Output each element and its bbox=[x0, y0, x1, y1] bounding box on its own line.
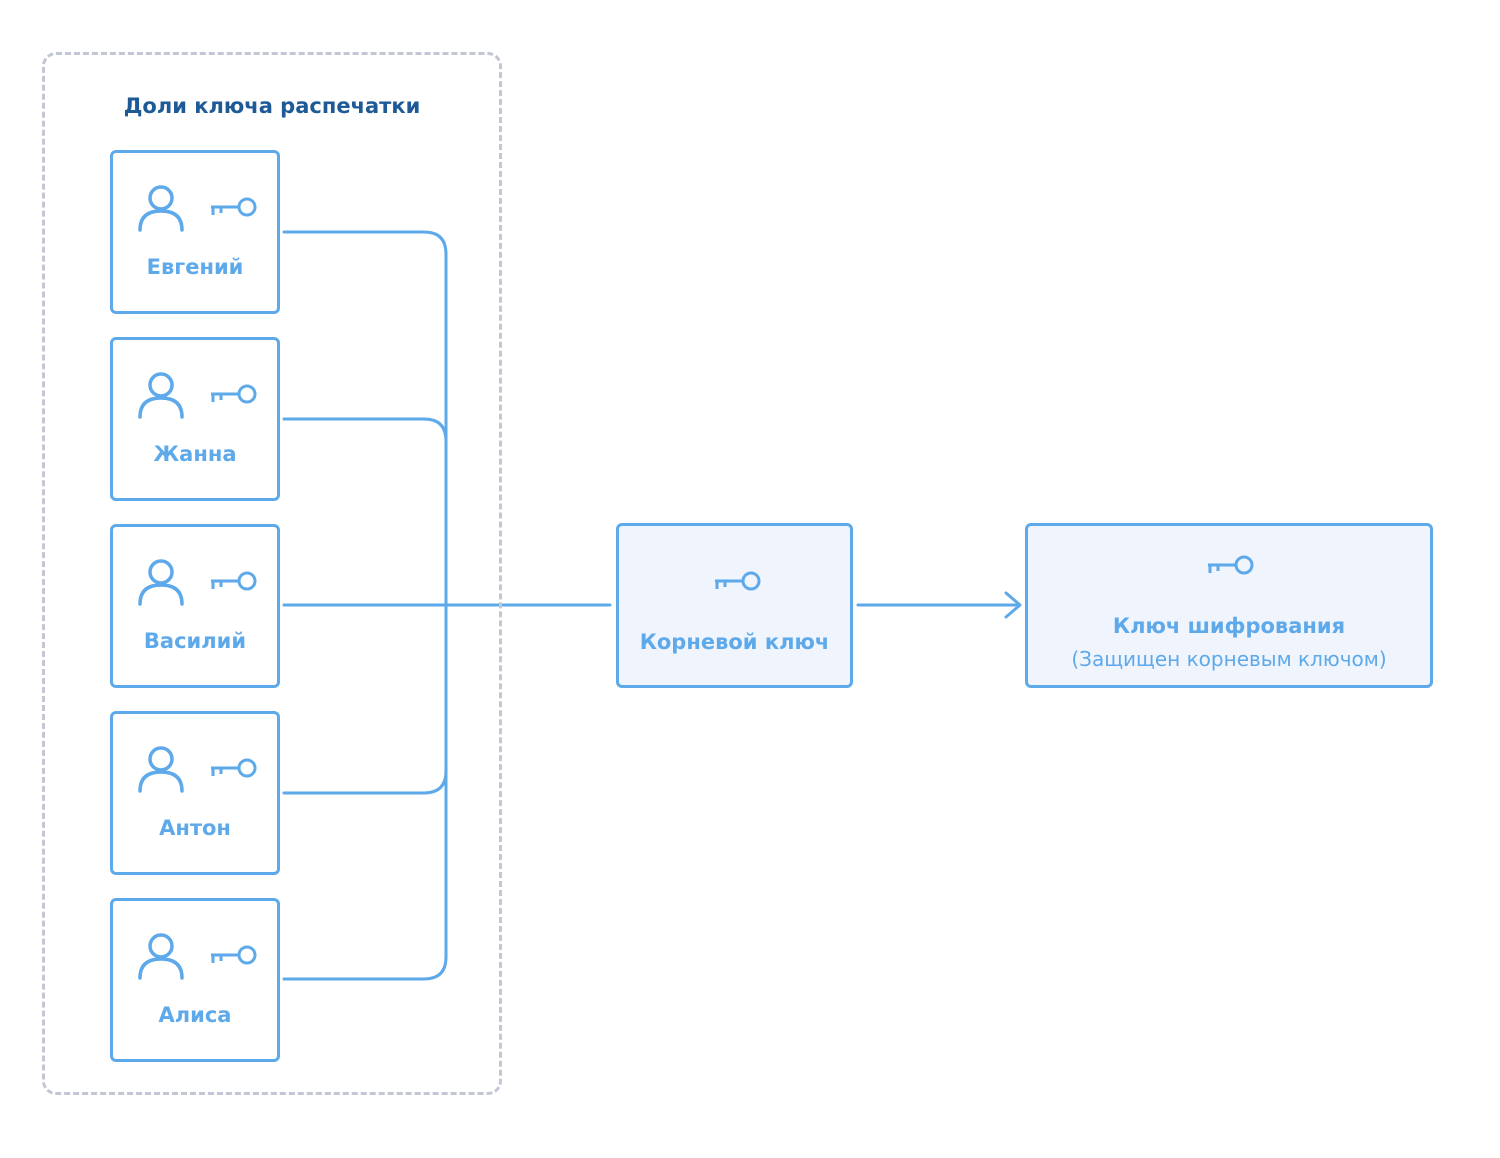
key-icon bbox=[211, 384, 257, 404]
holder-name: Жанна bbox=[153, 442, 237, 466]
key-icon bbox=[211, 758, 257, 778]
key-icon bbox=[211, 197, 257, 217]
user-icon bbox=[138, 185, 184, 232]
user-icon bbox=[138, 372, 184, 419]
user-icon bbox=[138, 746, 184, 793]
key-icon bbox=[211, 945, 257, 965]
holder-card-alisa: Алиса bbox=[110, 898, 280, 1062]
encryption-key-label: Ключ шифрования bbox=[1112, 614, 1346, 638]
encryption-key-node: Ключ шифрования (Защищен корневым ключом… bbox=[1025, 523, 1433, 688]
holder-card-zhanna: Жанна bbox=[110, 337, 280, 501]
user-icon bbox=[138, 559, 184, 606]
holder-name: Антон bbox=[159, 816, 231, 840]
arrow-head bbox=[1004, 591, 1022, 619]
shares-group bbox=[42, 52, 502, 1095]
key-icon bbox=[1208, 555, 1254, 575]
holder-card-vasiliy: Василий bbox=[110, 524, 280, 688]
holder-name: Василий bbox=[143, 629, 247, 653]
key-icon bbox=[211, 571, 257, 591]
holder-card-anton: Антон bbox=[110, 711, 280, 875]
user-icon bbox=[138, 933, 184, 980]
shares-group-title: Доли ключа распечатки bbox=[123, 94, 421, 118]
root-key-label: Корневой ключ bbox=[639, 630, 830, 654]
holder-name: Алиса bbox=[158, 1003, 232, 1027]
encryption-key-sublabel: (Защищен корневым ключом) bbox=[1071, 647, 1387, 671]
root-key-node: Корневой ключ bbox=[616, 523, 853, 688]
key-icon bbox=[715, 571, 761, 591]
holder-name: Евгений bbox=[146, 255, 244, 279]
holder-card-evgeniy: Евгений bbox=[110, 150, 280, 314]
